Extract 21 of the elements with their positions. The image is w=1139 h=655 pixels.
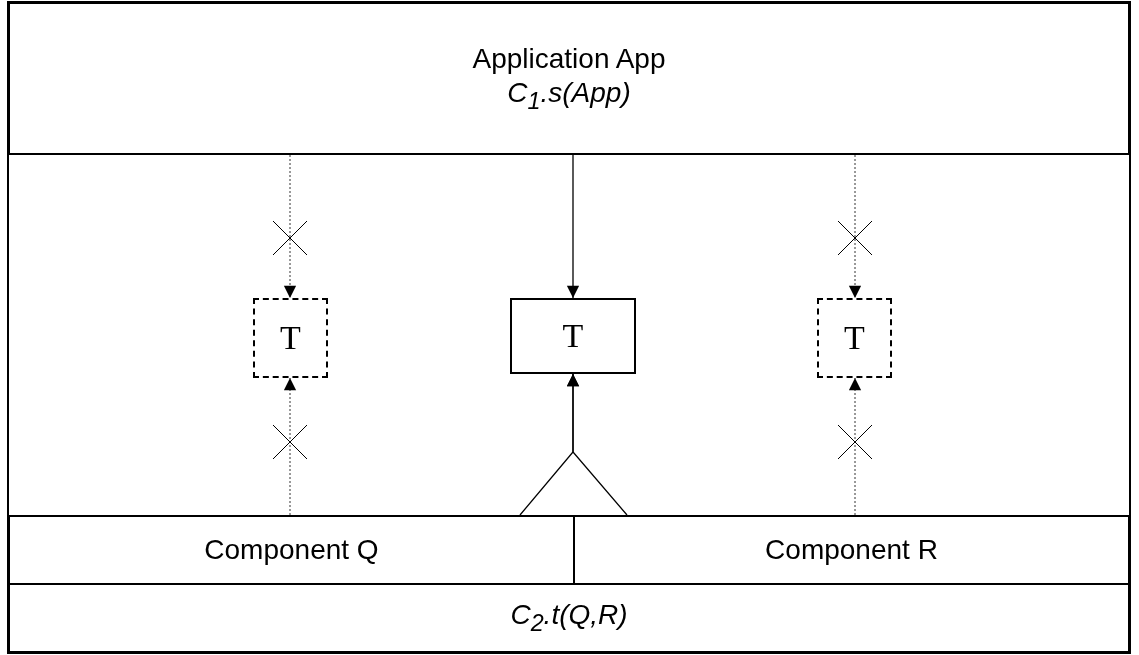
formula-text: C$_{2}$.t(Q,R) <box>510 598 628 638</box>
component-box <box>8 515 575 585</box>
box-label: T <box>280 317 301 358</box>
arrow <box>283 154 297 299</box>
process-box <box>510 298 636 374</box>
arrow <box>566 373 628 516</box>
dashed-box <box>253 298 328 378</box>
dashed-box <box>817 298 892 378</box>
arrow <box>283 377 297 516</box>
box-label: T <box>844 317 865 358</box>
application-box <box>8 2 1130 155</box>
box-label: Application App <box>472 41 666 76</box>
arrow <box>848 377 862 516</box>
box-label: T <box>562 315 584 356</box>
component-box <box>573 515 1130 585</box>
arrow <box>566 154 580 299</box>
formula-text: C$_{1}$.s(App) <box>507 75 631 116</box>
box-label: Component R <box>765 533 938 567</box>
box-label: Component Q <box>204 533 379 567</box>
constraint-box <box>8 583 1130 653</box>
arrow <box>848 154 862 299</box>
